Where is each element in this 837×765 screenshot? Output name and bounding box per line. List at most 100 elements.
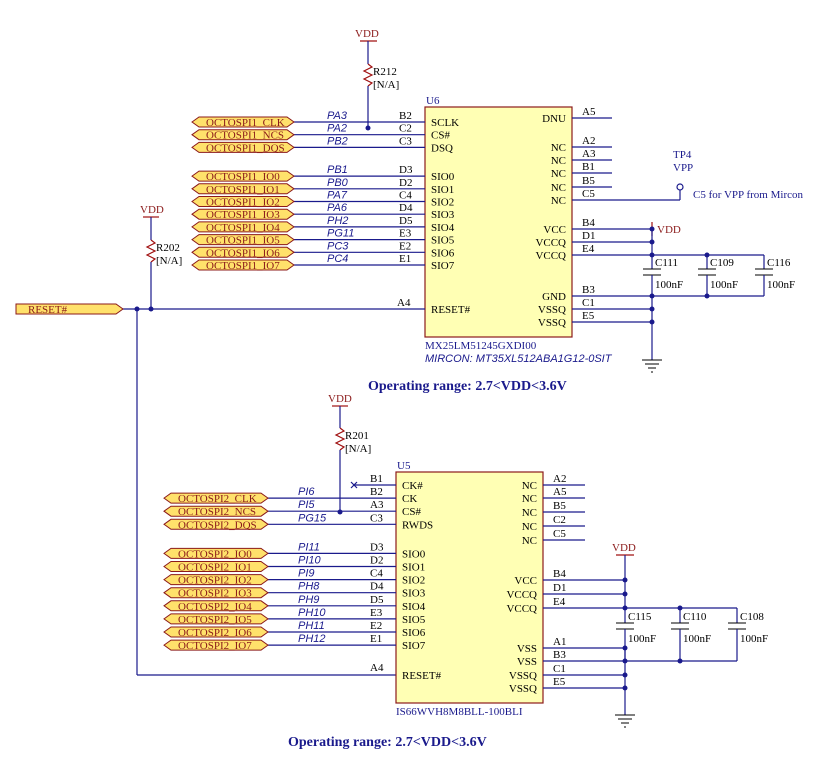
pin-name: NC: [551, 182, 566, 194]
u6-body[interactable]: [424, 106, 573, 338]
port-label: OCTOSPI1_DQS: [206, 142, 285, 154]
port-label: OCTOSPI1_IO6: [206, 247, 280, 259]
signal-port[interactable]: [163, 600, 269, 612]
pin-name: VCCQ: [535, 237, 566, 249]
pin-number: C2: [553, 514, 566, 526]
reset-port[interactable]: [15, 303, 124, 315]
pin-name: SIO6: [402, 627, 426, 639]
u5-reset-pin-name: RESET#: [402, 670, 442, 682]
r201-ref: R201: [345, 430, 369, 442]
signal-port[interactable]: [163, 561, 269, 572]
signal-port[interactable]: [191, 183, 295, 195]
signal-port[interactable]: [191, 141, 295, 153]
cap-value: 100nF: [628, 633, 656, 645]
u6-part-number: MX25LM51245GXDI00: [425, 340, 537, 352]
signal-port[interactable]: [191, 246, 295, 258]
r201-value: [N/A]: [345, 443, 371, 455]
net-label: PH11: [298, 620, 325, 632]
net-label: PC4: [327, 253, 348, 265]
r201-vdd-label: VDD: [328, 393, 352, 405]
pin-name: SIO1: [431, 184, 454, 196]
signal-port[interactable]: [191, 116, 295, 128]
cap-ref: C111: [655, 257, 678, 269]
u5-group: U5 IS66WVH8M8BLL-100BLI Operating range:…: [163, 393, 768, 750]
pin-name: DSQ: [431, 142, 453, 154]
port-label: OCTOSPI1_IO3: [206, 209, 280, 221]
tp4-marker-icon[interactable]: [676, 183, 684, 191]
cap-ref: C108: [740, 611, 764, 623]
signal-port[interactable]: [163, 547, 269, 559]
pin-name: RWDS: [402, 519, 433, 531]
signal-port[interactable]: [163, 587, 269, 599]
pin-number: C3: [370, 512, 383, 524]
u5-left-pins: CK#B1CKB2PI6OCTOSPI2_CLKCS#A3PI5OCTOSPI2…: [163, 473, 433, 652]
pin-name: VCC: [543, 224, 566, 236]
u6-ground-icon: [642, 359, 662, 373]
pin-number: C5: [582, 188, 595, 200]
port-label: OCTOSPI1_IO0: [206, 171, 280, 183]
signal-port[interactable]: [191, 170, 295, 182]
port-label: OCTOSPI1_IO7: [206, 260, 280, 272]
port-label: OCTOSPI1_IO4: [206, 222, 280, 234]
port-label: OCTOSPI1_NCS: [206, 130, 284, 142]
signal-port[interactable]: [163, 574, 269, 586]
pin-name: NC: [522, 521, 537, 533]
pin-number: B5: [553, 500, 566, 512]
signal-port[interactable]: [163, 492, 269, 504]
pin-name: NC: [522, 480, 537, 492]
port-label: OCTOSPI1_IO2: [206, 197, 280, 209]
pin-number: E3: [370, 607, 383, 619]
signal-port[interactable]: [191, 221, 295, 233]
signal-port[interactable]: [163, 505, 269, 517]
pin-name: NC: [551, 195, 566, 207]
pin-name: SIO5: [402, 614, 426, 626]
reset-port-label: RESET#: [28, 304, 68, 316]
pin-name: NC: [522, 535, 537, 547]
pin-number: D2: [370, 555, 383, 567]
signal-port[interactable]: [163, 518, 269, 530]
net-label: PA7: [327, 190, 348, 202]
r212-ref: R212: [373, 66, 397, 78]
signal-port[interactable]: [191, 208, 295, 220]
cap-ref: C116: [767, 257, 791, 269]
pin-name: SIO4: [431, 222, 455, 234]
u6-alt-part: MIRCON: MT35XL512ABA1G12-0SIT: [425, 353, 613, 365]
r201-junction: [337, 509, 343, 515]
signal-port[interactable]: [191, 196, 295, 207]
pin-number: B1: [370, 473, 383, 485]
pin-number: A2: [582, 135, 595, 147]
u6-reset-pin-number: A4: [397, 297, 411, 309]
u5-ground-icon: [615, 714, 635, 728]
pin-name: SIO5: [431, 235, 455, 247]
pin-name: CK#: [402, 480, 423, 492]
cap-ref: C109: [710, 257, 734, 269]
port-label: OCTOSPI1_IO1: [206, 184, 280, 196]
pin-name: NC: [522, 507, 537, 519]
pin-number: D1: [582, 230, 595, 242]
signal-port[interactable]: [163, 626, 269, 638]
signal-port[interactable]: [191, 259, 295, 271]
port-label: OCTOSPI2_IO6: [178, 627, 252, 639]
cap-value: 100nF: [683, 633, 711, 645]
pin-name: SIO4: [402, 601, 426, 613]
pin-number: B2: [370, 486, 383, 498]
net-label: PB0: [327, 177, 349, 189]
net-label: PI10: [298, 555, 322, 567]
pin-name: DNU: [542, 113, 566, 125]
signal-port[interactable]: [163, 639, 269, 651]
net-label: PA3: [327, 110, 348, 122]
u5-vdd-label: VDD: [612, 542, 636, 554]
signal-port[interactable]: [191, 234, 295, 246]
pin-name: VCCQ: [506, 589, 537, 601]
pin-number: D5: [399, 215, 413, 227]
pin-number: E2: [370, 620, 382, 632]
pin-name: SIO1: [402, 562, 425, 574]
pin-name: NC: [551, 168, 566, 180]
r201-resistor: [334, 427, 346, 451]
u5-body[interactable]: [395, 471, 544, 704]
signal-port[interactable]: [163, 613, 269, 625]
signal-port[interactable]: [191, 129, 295, 141]
port-label: OCTOSPI2_CLK: [178, 493, 257, 505]
